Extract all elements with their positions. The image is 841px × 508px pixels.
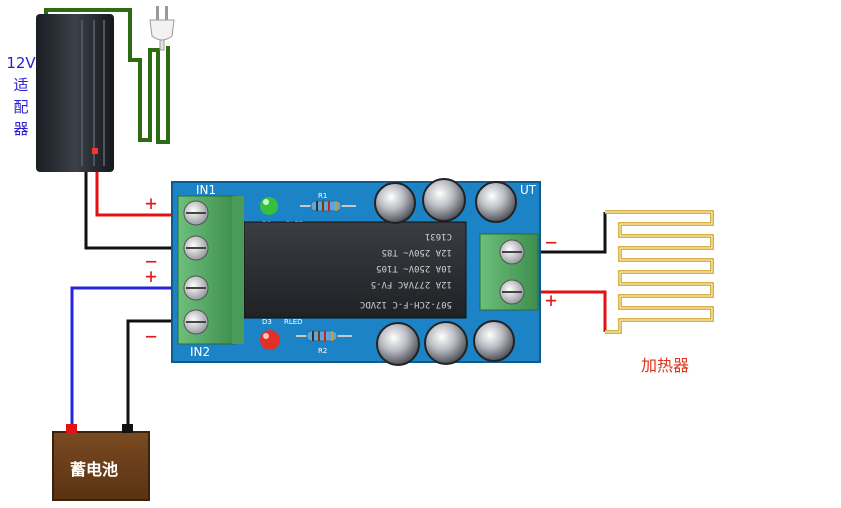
relay-text-2: 12A 277VAC FV-5 — [371, 279, 452, 289]
capacitor-bottom-1 — [376, 322, 420, 366]
adapter-positive-sign: + — [145, 191, 158, 215]
heater-element — [605, 210, 714, 334]
adapter-negative-sign: − — [145, 249, 158, 273]
relay-text-3: 10A 250V~ T105 — [376, 263, 452, 273]
battery-label: 蓄电池 — [70, 460, 119, 479]
adapter-indicator-light — [92, 148, 98, 154]
relay: 507-2CH-F-C 12VDC 12A 277VAC FV-5 10A 25… — [243, 221, 467, 319]
label-d3: D3 — [262, 318, 272, 326]
green-led — [260, 197, 278, 215]
power-adapter — [36, 14, 114, 172]
resistor-r2 — [296, 330, 352, 342]
heater-positive-sign: + — [545, 288, 558, 312]
relay-text-5: C1631 — [425, 231, 452, 241]
adapter-label-line: 配 — [13, 98, 29, 116]
output-screw-1 — [499, 239, 525, 265]
heater-negative-wire — [536, 212, 607, 254]
capacitor-bottom-2 — [424, 321, 468, 365]
battery-negative-terminal — [122, 424, 133, 433]
label-in2: IN2 — [190, 345, 210, 359]
battery-negative-sign: − — [145, 324, 158, 348]
adapter-label-line: 器 — [13, 120, 29, 138]
label-out: UT — [520, 183, 537, 197]
battery-positive-wire — [70, 286, 176, 427]
resistor-r1 — [300, 200, 356, 212]
capacitor-top-1 — [374, 182, 416, 224]
battery-positive-sign: + — [145, 264, 158, 288]
adapter-label-line: 适 — [13, 76, 29, 94]
output-terminal-block — [479, 233, 539, 311]
relay-board: IN1 IN2 UT D2 GLED D3 RLED R1 — [171, 178, 541, 366]
terminal-screw-2 — [183, 235, 209, 261]
adapter-negative-wire — [84, 170, 176, 250]
red-led — [260, 330, 280, 350]
label-in1: IN1 — [196, 183, 216, 197]
power-cord — [44, 8, 170, 144]
heater-positive-wire — [536, 290, 607, 332]
battery-positive-terminal — [66, 424, 77, 433]
power-plug — [149, 6, 175, 51]
battery-negative-wire — [126, 319, 176, 427]
capacitor-bottom-3 — [473, 320, 515, 362]
label-rled: RLED — [284, 318, 303, 326]
heater-label: 加热器 — [641, 356, 690, 375]
terminal-screw-4 — [183, 309, 209, 335]
terminal-screw-3 — [183, 275, 209, 301]
terminal-screw-1 — [183, 200, 209, 226]
relay-text-4: 12A 250V~ T85 — [382, 247, 452, 257]
label-r2: R2 — [318, 347, 327, 355]
input-terminal-block — [177, 195, 244, 345]
battery — [52, 424, 150, 501]
capacitor-top-3 — [475, 181, 517, 223]
label-r1: R1 — [318, 192, 327, 200]
capacitor-top-2 — [422, 178, 466, 222]
adapter-positive-wire — [95, 170, 176, 217]
output-screw-2 — [499, 279, 525, 305]
heater-negative-sign: − — [545, 230, 558, 254]
adapter-label: 12V 适 配 器 — [6, 52, 36, 140]
adapter-label-line: 12V — [6, 54, 36, 72]
relay-text-1: 507-2CH-F-C 12VDC — [360, 299, 452, 309]
